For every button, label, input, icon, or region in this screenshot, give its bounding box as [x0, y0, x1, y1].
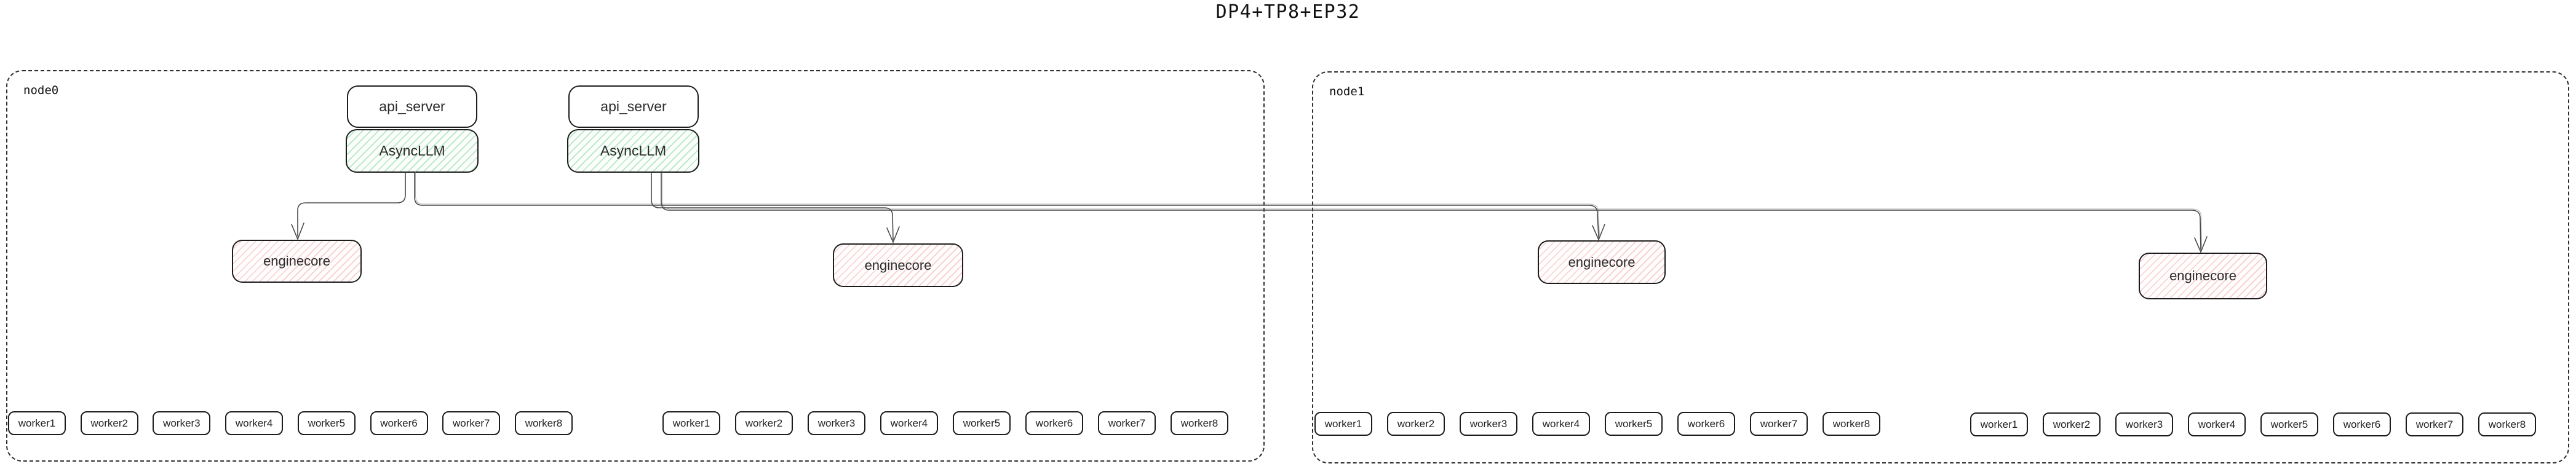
asyncllm-box-1: AsyncLLM [346, 129, 479, 173]
worker-box: worker8 [514, 411, 573, 435]
enginecore-label-3: enginecore [1568, 254, 1636, 270]
worker-box: worker5 [297, 411, 356, 435]
worker-box: worker4 [225, 411, 284, 435]
worker-box: worker1 [662, 411, 720, 435]
worker-box: worker1 [8, 411, 66, 435]
api-server-box-1: api_server [347, 85, 477, 128]
worker-box: worker6 [1677, 412, 1735, 436]
worker-box: worker6 [2333, 412, 2391, 436]
enginecore-box-3: enginecore [1538, 240, 1666, 284]
worker-group-node1-2: worker1 worker2 worker3 worker4 worker5 worke… [1970, 412, 2536, 436]
worker-box: worker5 [1605, 412, 1663, 436]
enginecore-label-2: enginecore [864, 257, 932, 273]
node0-container: node0 [6, 70, 1265, 462]
worker-box: worker1 [1970, 412, 2028, 436]
worker-box: worker8 [1171, 411, 1228, 435]
enginecore-box-1: enginecore [232, 240, 362, 283]
api-server-box-2: api_server [568, 85, 699, 128]
worker-box: worker4 [1532, 412, 1590, 436]
diagram-title: DP4+TP8+EP32 [1215, 1, 1361, 23]
api-server-label-2: api_server [600, 98, 667, 114]
enginecore-box-2: enginecore [833, 243, 963, 287]
worker-box: worker6 [1025, 411, 1083, 435]
asyncllm-label-1: AsyncLLM [379, 143, 445, 159]
worker-box: worker2 [735, 411, 793, 435]
worker-box: worker3 [2115, 412, 2173, 436]
worker-box: worker3 [808, 411, 865, 435]
worker-box: worker6 [370, 411, 428, 435]
node0-label: node0 [23, 84, 59, 97]
asyncllm-label-2: AsyncLLM [600, 143, 667, 159]
asyncllm-box-2: AsyncLLM [567, 129, 699, 173]
worker-box: worker7 [1750, 412, 1808, 436]
worker-box: worker5 [953, 411, 1011, 435]
worker-box: worker7 [2406, 412, 2463, 436]
worker-box: worker2 [2043, 412, 2101, 436]
worker-box: worker4 [880, 411, 938, 435]
enginecore-label-4: enginecore [2169, 268, 2236, 283]
worker-box: worker3 [153, 411, 211, 435]
worker-box: worker1 [1314, 412, 1372, 436]
worker-box: worker8 [1823, 412, 1880, 436]
node1-label: node1 [1329, 85, 1365, 98]
worker-group-node0-2: worker1 worker2 worker3 worker4 worker5 worke… [662, 411, 1228, 435]
worker-box: worker7 [442, 411, 501, 435]
enginecore-box-4: enginecore [2139, 253, 2267, 299]
worker-group-node0-1: worker1 worker2 worker3 worker4 worker5 worke… [8, 411, 573, 435]
node1-container: node1 [1312, 71, 2569, 463]
worker-box: worker3 [1460, 412, 1517, 436]
worker-box: worker8 [2478, 412, 2536, 436]
api-server-label-1: api_server [379, 98, 445, 114]
enginecore-label-1: enginecore [263, 253, 330, 269]
worker-group-node1-1: worker1 worker2 worker3 worker4 worker5 worke… [1314, 412, 1880, 436]
worker-box: worker7 [1098, 411, 1156, 435]
worker-box: worker2 [80, 411, 138, 435]
worker-box: worker4 [2188, 412, 2246, 436]
worker-box: worker2 [1387, 412, 1445, 436]
worker-box: worker5 [2260, 412, 2318, 436]
